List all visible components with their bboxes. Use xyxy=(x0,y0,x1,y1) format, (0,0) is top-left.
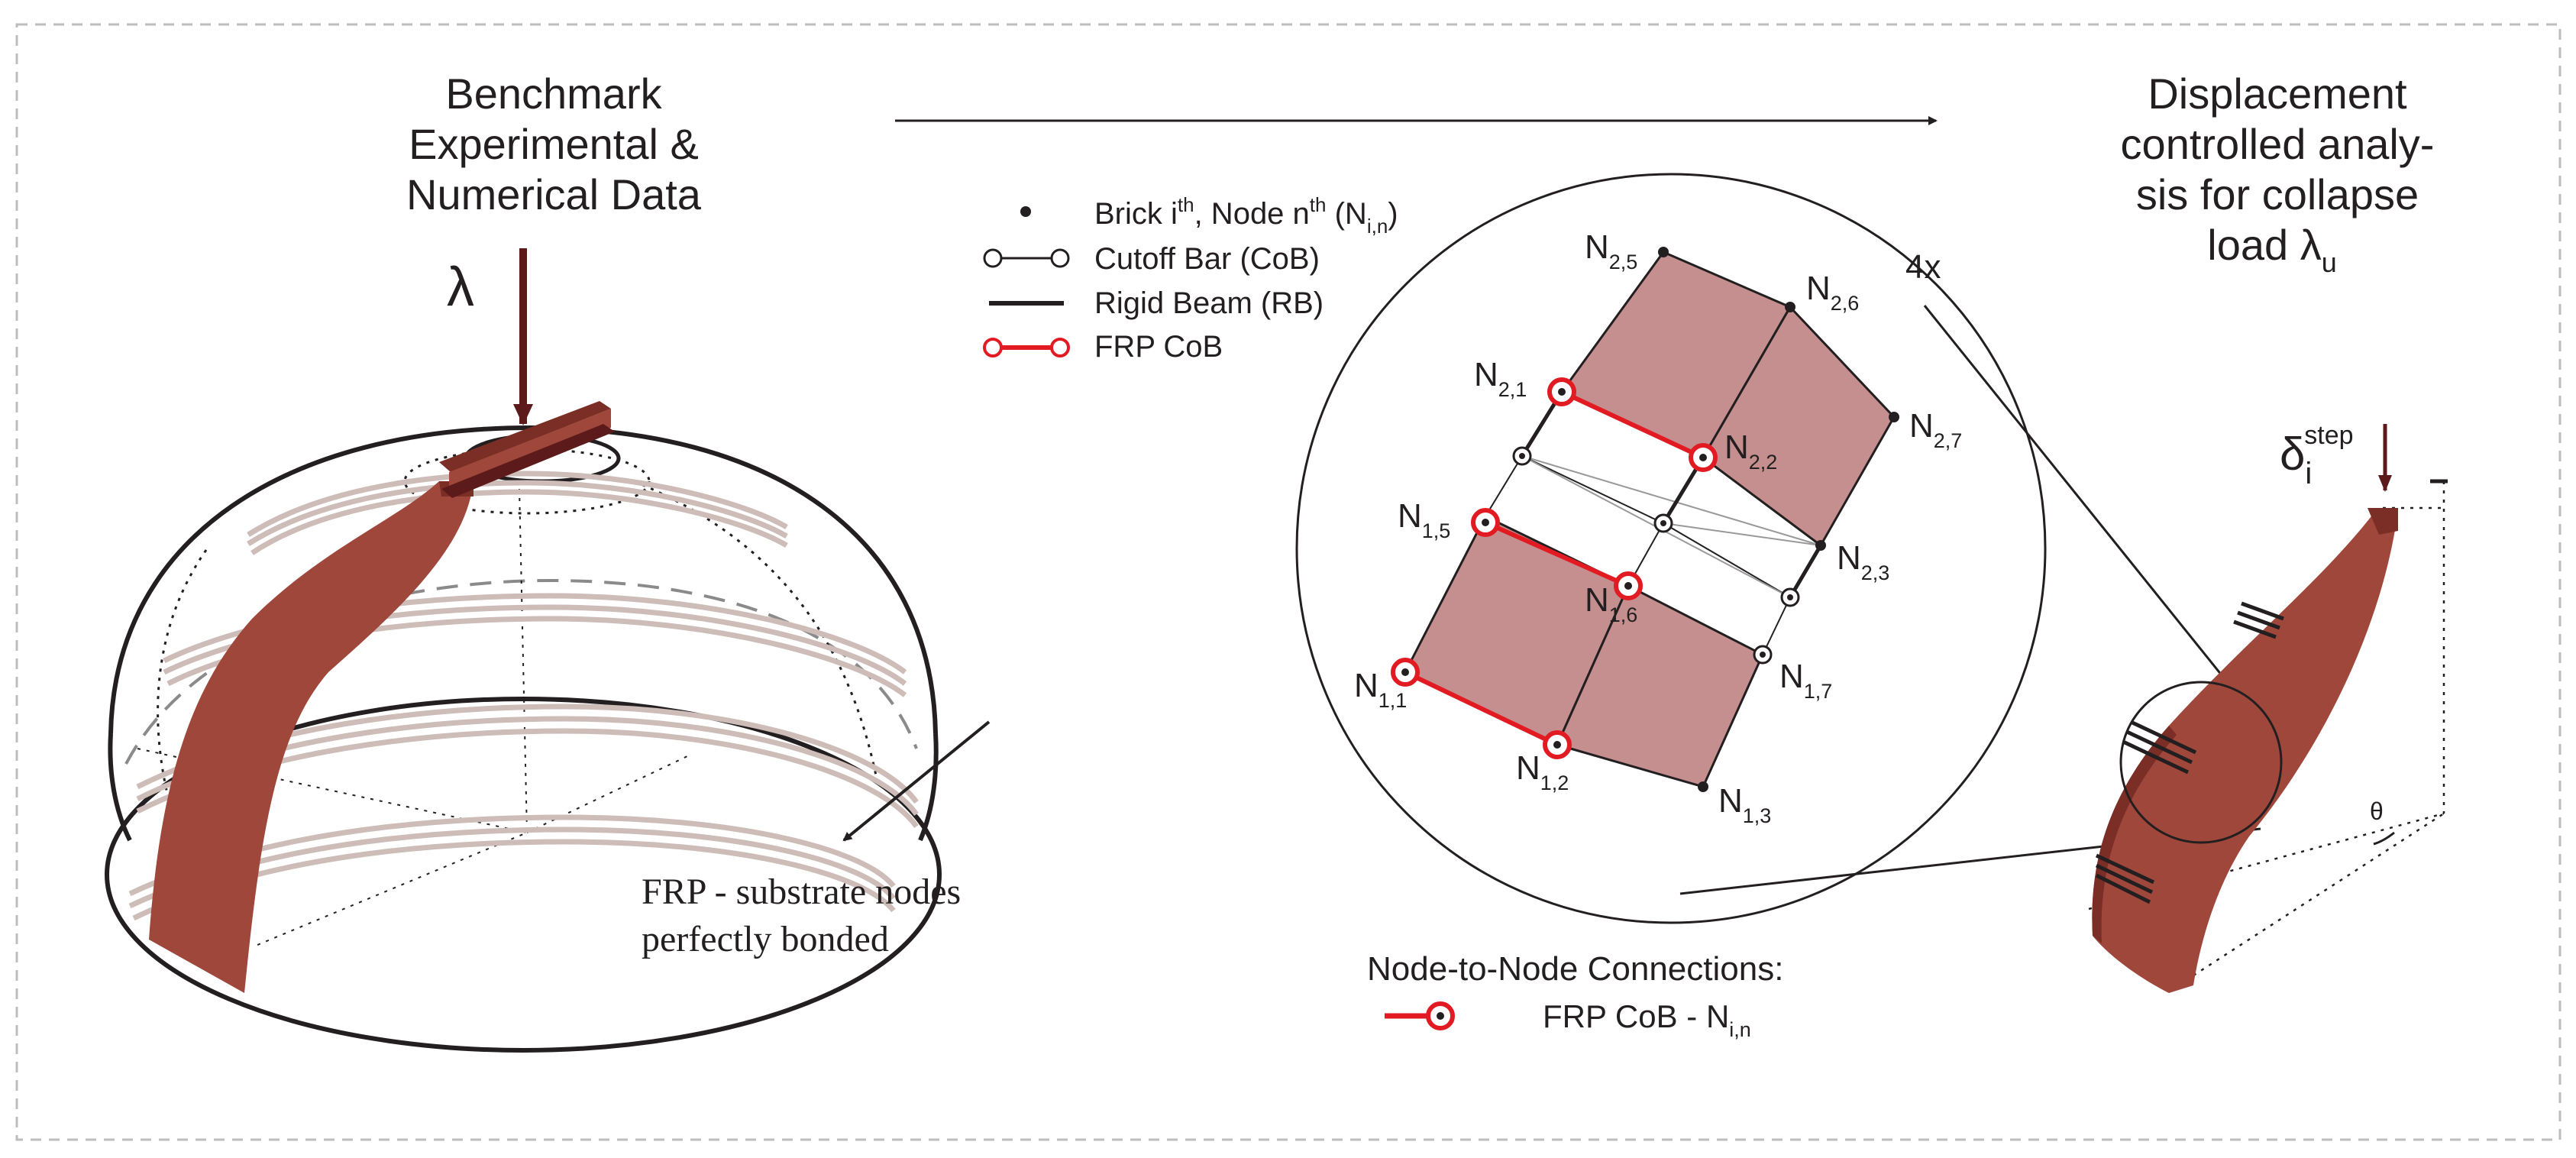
arch-strip xyxy=(2092,510,2398,993)
legend: Brick ith, Node nth (Ni,n) Cutoff Bar (C… xyxy=(983,193,1398,364)
legend-cutoff-bar-label: Cutoff Bar (CoB) xyxy=(1094,242,1320,276)
arch-strip-model: Displacement controlled analy- sis for c… xyxy=(2088,70,2448,993)
corner-nodes xyxy=(1658,247,1899,792)
frp-note-line1: FRP - substrate nodes xyxy=(642,872,961,912)
legend-cutoff-bar-symbol xyxy=(983,248,1070,268)
zoom-source-circle xyxy=(2119,681,2283,844)
title-left-3: Numerical Data xyxy=(406,170,702,218)
load-label: λ xyxy=(447,257,474,318)
loading-beam xyxy=(439,401,615,498)
node-label: N2,7 xyxy=(1909,407,1962,452)
zoom-tangent-top xyxy=(1923,305,2239,696)
figure-border xyxy=(15,23,2561,1141)
node-label: N2,6 xyxy=(1806,270,1859,315)
node-label: N1,6 xyxy=(1585,581,1637,626)
dome-model: λ Benchmark Experimental & Numerical Dat… xyxy=(105,70,991,1053)
angle-label: θ xyxy=(2370,797,2384,825)
frp-note-line2: perfectly bonded xyxy=(642,919,889,959)
frp-meridian-strip xyxy=(149,481,474,993)
node-labels: N2,5 N2,6 N2,1 N2,2 N2,7 N1,5 N2,3 N1,6 … xyxy=(1354,228,1962,827)
title-right-1: Displacement xyxy=(2148,70,2407,118)
node-label: N2,1 xyxy=(1474,356,1527,401)
node-label: N1,2 xyxy=(1516,749,1569,794)
title-right-2: controlled analy- xyxy=(2121,120,2435,168)
cob-nodes xyxy=(1512,446,1800,665)
frp-cob-links xyxy=(1404,390,1705,747)
node-label: N2,3 xyxy=(1837,539,1889,584)
title-right-3: sis for collapse xyxy=(2136,170,2419,218)
node-label: N1,5 xyxy=(1398,497,1450,542)
zoom-circle xyxy=(1295,173,2047,924)
title-left-1: Benchmark xyxy=(445,70,662,118)
frp-cob-nodes xyxy=(1391,377,1718,759)
legend-node-dot xyxy=(1020,206,1031,217)
node-label: N1,1 xyxy=(1354,667,1407,712)
node-label: N1,7 xyxy=(1779,658,1832,703)
connections-heading: Node-to-Node Connections: xyxy=(1367,950,1783,988)
zoom-detail: 4x xyxy=(1295,173,2261,924)
title-right-4: load λu xyxy=(2207,221,2336,278)
node-label: N2,2 xyxy=(1724,429,1777,474)
connections-item: FRP CoB - Ni,n xyxy=(1543,998,1751,1041)
legend-node-label: Brick ith, Node nth (Ni,n) xyxy=(1094,193,1398,238)
displacement-label: δistep xyxy=(2280,421,2354,490)
dome-base-ellipse xyxy=(105,697,942,1053)
zoom-label: 4x xyxy=(1905,248,1941,286)
title-left-2: Experimental & xyxy=(409,120,699,168)
connections-legend: Node-to-Node Connections: FRP CoB - Ni,n xyxy=(1367,950,1783,1041)
node-label: N1,3 xyxy=(1718,782,1771,827)
legend-frp-cob-label: FRP CoB xyxy=(1094,330,1223,364)
frp-note-arrow xyxy=(842,720,991,842)
legend-frp-cob-symbol xyxy=(983,338,1070,357)
node-label: N2,5 xyxy=(1585,228,1637,273)
legend-rigid-beam-label: Rigid Beam (RB) xyxy=(1094,286,1324,320)
